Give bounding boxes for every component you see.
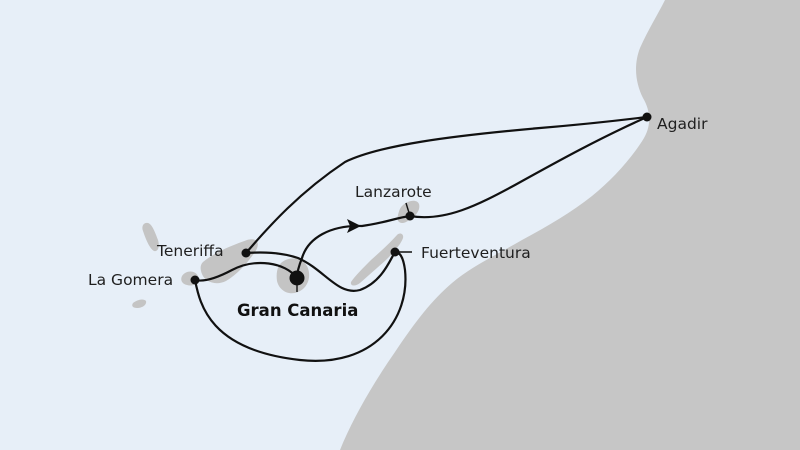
marker-gran-canaria[interactable] xyxy=(289,270,305,286)
marker-teneriffa[interactable] xyxy=(241,248,251,258)
route-la-gomera-fuerteventura xyxy=(193,250,407,362)
label-la-gomera: La Gomera xyxy=(88,271,173,289)
route-gran-canaria-la-gomera xyxy=(193,262,299,282)
label-teneriffa: Teneriffa xyxy=(156,242,224,260)
label-fuerteventura: Fuerteventura xyxy=(421,244,531,262)
route-agadir-lanzarote xyxy=(408,115,649,219)
arrow-icon xyxy=(347,219,361,233)
label-lanzarote: Lanzarote xyxy=(355,183,432,201)
route-teneriffa-agadir xyxy=(244,115,649,255)
marker-fuerteventura[interactable] xyxy=(390,247,400,257)
marker-agadir[interactable] xyxy=(642,112,652,122)
label-agadir: Agadir xyxy=(657,115,708,133)
route-lanzarote-gran-canaria xyxy=(295,214,412,280)
mainland-africa xyxy=(340,0,800,450)
label-gran-canaria: Gran Canaria xyxy=(237,301,358,320)
route-fuerteventura-teneriffa xyxy=(244,250,397,292)
cruise-routes xyxy=(193,115,649,362)
island-la-palma xyxy=(142,222,159,252)
marker-lanzarote[interactable] xyxy=(405,211,415,221)
marker-la-gomera[interactable] xyxy=(190,275,200,285)
island-el-hierro xyxy=(132,299,147,308)
island-fuerteventura xyxy=(350,233,404,286)
